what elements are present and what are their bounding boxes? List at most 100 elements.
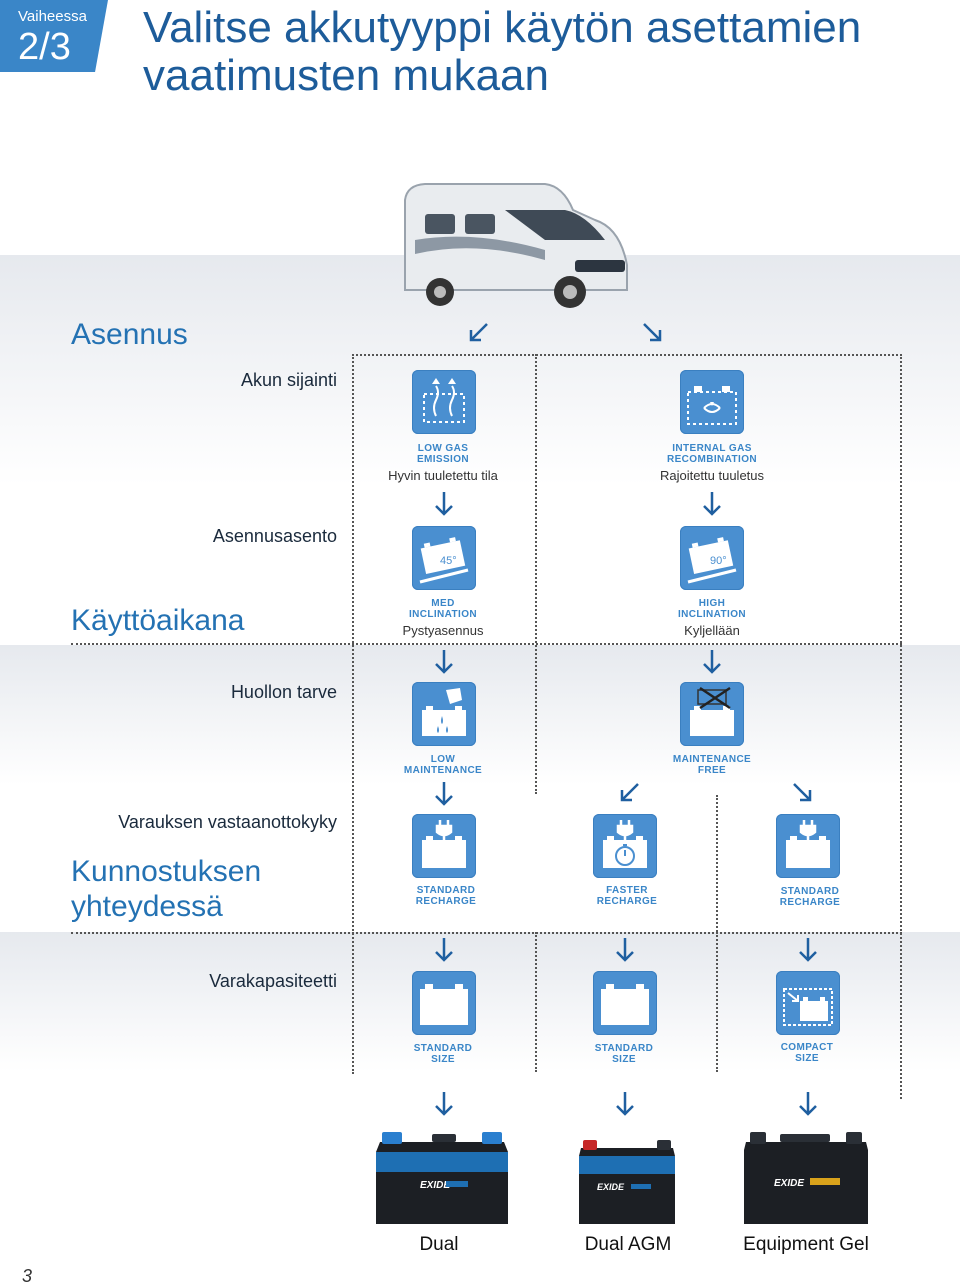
caption-line: INCLINATION	[408, 609, 478, 620]
angle-90-text: 90°	[710, 555, 727, 567]
inclination-45-icon: 45°	[412, 526, 476, 590]
caption-line: INTERNAL GAS	[672, 443, 752, 454]
page-title: Valitse akkutyyppi käytön asettamien vaa…	[143, 3, 862, 100]
caption-line: STANDARD	[413, 1043, 473, 1054]
caption-line: SIZE	[431, 1054, 455, 1065]
battery-dual-agm-image: EXIDE	[579, 1140, 675, 1224]
arrow-down-icon	[432, 648, 456, 676]
arrow-down-icon	[432, 490, 456, 518]
divider	[352, 354, 354, 1074]
caption-line: STANDARD	[416, 885, 476, 896]
product-dual: Dual	[419, 1234, 459, 1255]
caption-line: FASTER	[606, 885, 648, 896]
caption-med-inclination: MED INCLINATION	[363, 598, 523, 620]
arrow-down-right-icon	[640, 320, 664, 348]
divider	[71, 643, 902, 645]
label-capacity: Varakapasiteetti	[209, 971, 337, 991]
caption-line: STANDARD	[780, 886, 840, 897]
caption-line: LOW	[430, 754, 456, 765]
caption-line: RECHARGE	[415, 896, 477, 907]
step-badge: Vaiheessa 2/3	[0, 0, 108, 72]
caption-faster-recharge: FASTER RECHARGE	[547, 885, 707, 907]
caption-standard-size: STANDARD SIZE	[544, 1043, 704, 1065]
divider	[352, 354, 902, 356]
caption-line: HIGH	[698, 598, 726, 609]
caption-line: MAINTENANCE	[672, 754, 752, 765]
arrow-down-icon	[613, 1090, 637, 1118]
subtext-well-ventilated: Hyvin tuuletettu tila	[388, 468, 498, 483]
caption-line: MED	[431, 598, 455, 609]
plug-battery-icon	[412, 814, 476, 878]
battery-compact-icon	[776, 971, 840, 1035]
motorhome-illustration	[404, 183, 628, 308]
arrow-down-icon	[432, 936, 456, 964]
label-location: Akun sijainti	[240, 370, 337, 390]
water-refill-icon	[412, 682, 476, 746]
no-refill-icon	[680, 682, 744, 746]
arrow-down-icon	[700, 490, 724, 518]
subtext-limited-ventilation: Rajoitettu tuuletus	[659, 468, 765, 483]
page-number: 3	[22, 1266, 33, 1286]
caption-line: RECHARGE	[779, 897, 841, 908]
caption-line: MAINTENANCE	[403, 765, 483, 776]
step-number: 2/3	[18, 26, 71, 68]
caption-maintenance-free: MAINTENANCE FREE	[632, 754, 792, 776]
caption-standard-recharge: STANDARD RECHARGE	[730, 886, 890, 908]
battery-brand-text: EXIDE	[597, 1182, 625, 1192]
product-equipment-gel: Equipment Gel	[743, 1234, 869, 1255]
caption-line: LOW GAS	[417, 443, 469, 454]
caption-line: SIZE	[795, 1053, 819, 1064]
step-label: Vaiheessa	[18, 8, 87, 25]
caption-line: SIZE	[612, 1054, 636, 1065]
divider	[535, 932, 537, 1072]
divider	[535, 354, 537, 794]
caption-line: STANDARD	[594, 1043, 654, 1054]
product-dual-agm: Dual AGM	[584, 1234, 672, 1255]
angle-45-text: 45°	[440, 555, 457, 567]
arrow-down-right-icon	[790, 780, 814, 808]
battery-dual-image: EXIDE	[376, 1132, 508, 1224]
caption-line: COMPACT	[780, 1042, 834, 1053]
label-position: Asennusasento	[212, 526, 337, 546]
divider	[71, 932, 902, 934]
divider	[716, 795, 718, 932]
label-maintenance: Huollon tarve	[230, 682, 337, 702]
subtext-upright: Pystyasennus	[402, 623, 484, 638]
battery-equipment-gel-image: EXIDE	[744, 1132, 868, 1224]
caption-line: FREE	[697, 765, 727, 776]
section-installation: Asennus	[71, 318, 188, 351]
battery-brand-text: EXIDE	[420, 1180, 450, 1191]
section-usage: Käyttöaikana	[71, 604, 245, 637]
installation-band	[0, 255, 960, 485]
caption-high-inclination: HIGH INCLINATION	[632, 598, 792, 620]
arrow-down-icon	[700, 648, 724, 676]
caption-standard-size: STANDARD SIZE	[363, 1043, 523, 1065]
section-recovery-line1: Kunnostuksen	[71, 855, 262, 888]
divider	[900, 354, 902, 1099]
arrow-down-left-icon	[467, 320, 491, 348]
arrow-down-icon	[432, 780, 456, 808]
usage-band	[0, 645, 960, 785]
arrow-down-icon	[432, 1090, 456, 1118]
subtext-on-side: Kyljellään	[684, 623, 740, 638]
caption-low-maintenance: LOW MAINTENANCE	[363, 754, 523, 776]
caption-standard-recharge: STANDARD RECHARGE	[366, 885, 526, 907]
plug-battery-icon	[776, 814, 840, 878]
gas-emission-icon	[412, 370, 476, 434]
battery-standard-icon	[412, 971, 476, 1035]
arrow-down-icon	[796, 936, 820, 964]
arrow-down-icon	[613, 936, 637, 964]
arrow-down-icon	[796, 1090, 820, 1118]
caption-line: RECOMBINATION	[666, 454, 757, 465]
battery-standard-icon	[593, 971, 657, 1035]
inclination-90-icon: 90°	[680, 526, 744, 590]
label-charge: Varauksen vastaanottokyky	[118, 812, 337, 832]
battery-brand-text: EXIDE	[774, 1178, 804, 1189]
gas-recombination-icon	[680, 370, 744, 434]
caption-compact-size: COMPACT SIZE	[727, 1042, 887, 1064]
caption-line: INCLINATION	[677, 609, 747, 620]
caption-line: RECHARGE	[596, 896, 658, 907]
caption-internal-gas: INTERNAL GAS RECOMBINATION	[632, 443, 792, 465]
divider	[716, 932, 718, 1072]
caption-low-gas: LOW GAS EMISSION	[363, 443, 523, 465]
